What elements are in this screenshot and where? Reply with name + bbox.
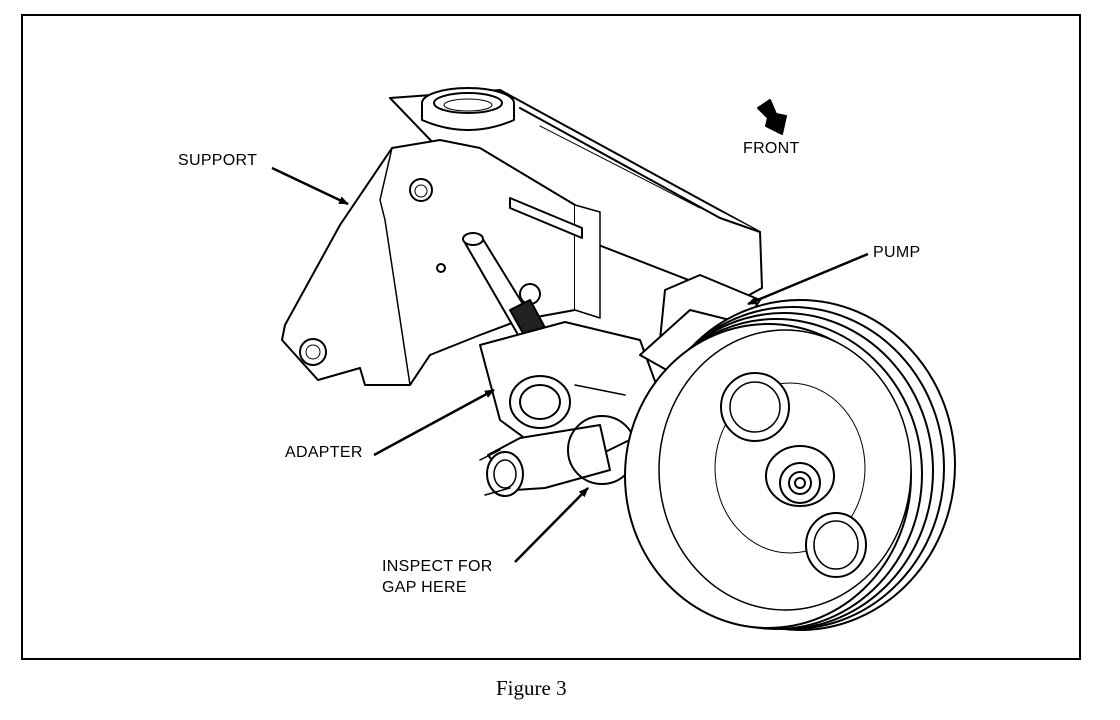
inspect-leader-arrow <box>514 487 589 563</box>
adapter-leader-arrow <box>373 388 495 457</box>
inspect-label-line1: INSPECT FOR <box>382 558 493 575</box>
reservoir-body <box>389 89 763 301</box>
pump-label: PUMP <box>873 244 921 261</box>
pulley <box>624 299 956 631</box>
front-label: FRONT <box>743 140 800 157</box>
outlet-fitting <box>479 424 611 497</box>
adapter <box>479 321 661 471</box>
front-direction-arrow <box>757 99 787 135</box>
figure-frame <box>21 14 1081 660</box>
support-leader-arrow <box>271 166 349 206</box>
figure-caption: Figure 3 <box>496 676 567 700</box>
pump-leader-arrow <box>747 252 869 306</box>
support-label: SUPPORT <box>178 152 258 169</box>
adapter-label: ADAPTER <box>285 444 363 461</box>
filler-neck <box>421 87 515 131</box>
inspect-label-line2: GAP HERE <box>382 579 467 596</box>
support-bracket <box>281 139 601 386</box>
